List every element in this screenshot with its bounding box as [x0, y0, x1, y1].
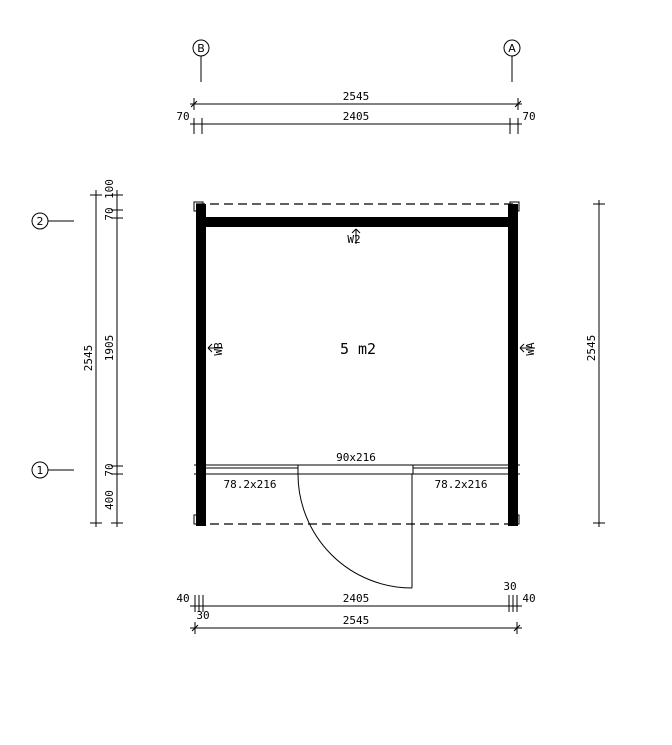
wall-label-top: W2 — [347, 228, 361, 246]
wall-top — [196, 217, 518, 227]
room-area-label: 5 m2 — [340, 340, 376, 358]
left-dim-bottom-70: 70 — [103, 463, 116, 476]
bottom-dim-right-40: 40 — [522, 592, 535, 605]
window-left-label: 78.2x216 — [224, 478, 277, 491]
bottom-dim-right-30: 30 — [503, 580, 516, 593]
wall-label-wb: WB — [212, 342, 225, 356]
top-dimension-overall: 2545 — [190, 90, 522, 110]
left-dim-400: 400 — [103, 490, 116, 510]
left-dim-100: 100 — [103, 179, 116, 199]
top-dimension-inner: 2405 70 70 — [176, 110, 536, 134]
door: 90x216 — [297, 451, 413, 589]
right-dimension: 2545 — [585, 200, 605, 527]
walls — [196, 204, 518, 526]
grid-axis-1-label: 1 — [37, 464, 44, 477]
bottom-dimension-inner: 2405 40 30 40 30 — [176, 580, 535, 622]
wall-label-w2: W2 — [347, 233, 360, 246]
top-dim-2405: 2405 — [343, 110, 370, 123]
left-dim-1905: 1905 — [103, 335, 116, 362]
wall-label-left: WB — [207, 342, 225, 356]
grid-axis-2-label: 2 — [37, 215, 44, 228]
top-dim-left-70: 70 — [176, 110, 189, 123]
wall-left — [196, 204, 206, 526]
top-dim-2545: 2545 — [343, 90, 370, 103]
grid-axis-1: 1 — [31, 461, 74, 479]
bottom-dim-2405: 2405 — [343, 592, 370, 605]
left-dimension-chain: 2545 100 70 1905 70 400 — [82, 179, 123, 527]
window-right-label: 78.2x216 — [435, 478, 488, 491]
left-dim-top-70: 70 — [103, 207, 116, 220]
grid-axis-a-label: A — [508, 42, 516, 55]
wall-right — [508, 204, 518, 526]
door-size-label: 90x216 — [336, 451, 376, 464]
wall-label-right: WA — [519, 342, 537, 356]
wall-label-wa: WA — [524, 342, 537, 356]
bottom-dim-2545: 2545 — [343, 614, 370, 627]
bottom-dim-left-40: 40 — [176, 592, 189, 605]
bottom-dim-left-30: 30 — [196, 609, 209, 622]
top-dim-right-70: 70 — [522, 110, 535, 123]
dashed-outline — [196, 203, 518, 525]
bottom-dimension-overall: 2545 — [190, 614, 522, 634]
corner-posts — [193, 201, 520, 525]
right-dim-2545: 2545 — [585, 335, 598, 362]
bottom-wall-openings — [194, 464, 520, 475]
grid-axis-b: B — [192, 39, 210, 82]
grid-axis-b-label: B — [197, 42, 205, 55]
grid-axis-a: A — [503, 39, 521, 82]
grid-axis-2: 2 — [31, 212, 74, 230]
left-dim-2545: 2545 — [82, 345, 95, 372]
door-swing-arc — [297, 473, 413, 589]
